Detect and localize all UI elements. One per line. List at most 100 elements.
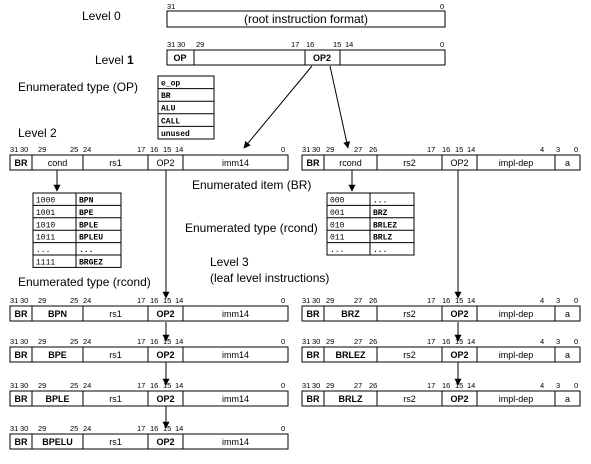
leaf-left-1-bit-30: 30 [20,337,28,346]
leaf-right-0-bit-15: 15 [455,296,463,305]
leaf-left-1-bit-24: 24 [83,337,91,346]
leaf-left-0-bit-15: 15 [163,296,171,305]
leaf-right-0-bit-3: 3 [556,296,560,305]
leaf-right-0-bit-17: 17 [427,296,435,305]
leaf-right-0-bit-26: 26 [369,296,377,305]
leaf-left-3-bit-0: 0 [281,424,285,433]
leaf-left-3-bit-29: 29 [38,424,46,433]
l2-right-bit-30: 30 [312,145,320,154]
leaf-left-3-bit-17: 17 [137,424,145,433]
leaf-left-2-bit-31: 31 [10,381,18,390]
leaf-right-1-bit-27: 27 [354,337,362,346]
enum-br-name: BPLEU [79,234,103,243]
leaf-right-1-bit-14: 14 [467,337,475,346]
enum-rcond-code: ... [330,246,344,255]
leaf-left-3-field-4: imm14 [222,437,249,447]
leaf-left-1-bit-14: 14 [175,337,183,346]
enum-br-code: 1011 [36,234,55,243]
leaf-left-2-bit-25: 25 [70,381,78,390]
leaf-right-2-field-1: BRLZ [339,394,363,404]
leaf-right-1-bit-4: 4 [540,337,544,346]
l2-left-box [9,154,289,171]
enum-op-item: BR [161,92,171,101]
leaf-left-2-bit-15: 15 [163,381,171,390]
enum-op-item: ALU [161,105,176,114]
leaf-left-2-bit-24: 24 [83,381,91,390]
leaf-right-2-field-2: rs2 [403,394,416,404]
leaf-left-1-field-1: BPE [48,350,67,360]
l2-right-bit-29: 29 [326,145,334,154]
level-1-label: Level 1 [95,53,134,67]
leaf-left-3-bit-31: 31 [10,424,18,433]
l1-bit-17: 17 [291,40,299,49]
leaf-left-2-field-3: OP2 [156,394,174,404]
l2-right-field-0: BR [307,158,320,168]
leaf-left-1-bit-17: 17 [137,337,145,346]
leaf-right-2-bit-30: 30 [312,381,320,390]
leaf-right-2-field-5: a [565,394,570,404]
l1-field-op2: OP2 [313,53,331,63]
level-2-label: Level 2 [18,126,57,140]
leaf-right-1-bit-30: 30 [312,337,320,346]
leaf-left-3-field-0: BR [15,437,28,447]
l1-bit-0: 0 [440,40,444,49]
root-bit-hi: 31 [167,2,175,11]
leaf-right-0-bit-16: 16 [442,296,450,305]
l2-right-bit-17: 17 [427,145,435,154]
enum-op-item: CALL [161,117,180,126]
leaf-left-3-box [9,433,289,450]
l1-bit-29: 29 [196,40,204,49]
l2-left-bit-17: 17 [137,145,145,154]
leaf-left-0-bit-25: 25 [70,296,78,305]
leaf-left-1-bit-15: 15 [163,337,171,346]
arrow-op2-left [243,65,313,149]
leaf-right-1-field-5: a [565,350,570,360]
l2-left-bit-0: 0 [281,145,285,154]
leaf-right-2-field-3: OP2 [450,394,468,404]
enum-item-br-label: Enumerated item (BR) [192,178,311,192]
enum-br-code: 1000 [36,197,55,206]
leaf-left-0-field-4: imm14 [222,309,249,319]
leaf-right-0-bit-4: 4 [540,296,544,305]
leaf-right-2-bit-16: 16 [442,381,450,390]
l2-left-field-4: imm14 [222,158,249,168]
leaf-left-1-field-0: BR [15,350,28,360]
enum-br-name: BPE [79,209,94,218]
leaf-left-0-bit-16: 16 [150,296,158,305]
enum-br-title: Enumerated type (rcond) [18,275,151,289]
leaf-right-1-bit-26: 26 [369,337,377,346]
leaf-left-0-box [9,305,289,322]
enum-rcond-name: BRLEZ [373,221,397,230]
leaf-right-0-field-4: impl-dep [499,309,534,319]
leaf-right-1-field-4: impl-dep [499,350,534,360]
l2-left-bit-15: 15 [163,145,171,154]
l2-right-bit-26: 26 [369,145,377,154]
leaf-left-3-field-2: rs1 [109,437,122,447]
leaf-left-2-bit-29: 29 [38,381,46,390]
leaf-right-1-bit-31: 31 [302,337,310,346]
level-3-sublabel: (leaf level instructions) [210,271,329,285]
leaf-right-2-bit-0: 0 [574,381,578,390]
level-0-label: Level 0 [82,9,121,23]
l2-left-bit-24: 24 [83,145,91,154]
leaf-left-0-bit-0: 0 [281,296,285,305]
leaf-left-1-bit-25: 25 [70,337,78,346]
l1-bit-31: 31 [167,40,175,49]
l2-right-field-3: OP2 [450,158,468,168]
leaf-right-2-field-0: BR [307,394,320,404]
leaf-left-0-bit-31: 31 [10,296,18,305]
l1-bit-30: 30 [177,40,185,49]
leaf-left-2-bit-16: 16 [150,381,158,390]
leaf-left-1-bit-29: 29 [38,337,46,346]
leaf-right-1-bit-3: 3 [556,337,560,346]
enum-rcond-name: BRLZ [373,234,392,243]
enum-br-name: BPLE [79,221,98,230]
